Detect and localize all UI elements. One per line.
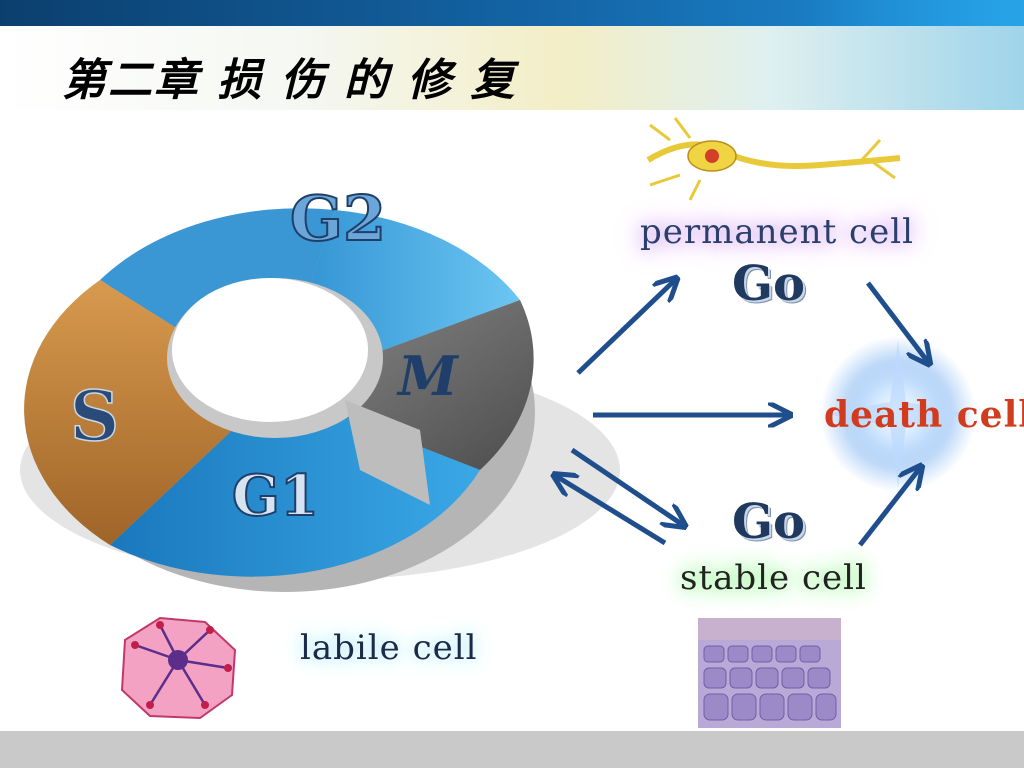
- footer-bar: [0, 731, 1024, 768]
- page-title: 第二章 损 伤 的 修 复: [62, 55, 517, 106]
- ring-arrow-tip: [345, 400, 430, 505]
- arrow-stable-to-death: [858, 468, 920, 547]
- label-s: S: [70, 377, 119, 457]
- go-label-top: Go: [732, 256, 806, 312]
- stable-cell-image: [698, 618, 841, 728]
- top-bar: [0, 0, 1024, 26]
- arrow-to-permanent: [576, 280, 675, 375]
- go-label-bottom: Go: [732, 494, 806, 550]
- death-burst: [820, 336, 976, 492]
- header-band: [0, 26, 1024, 110]
- death-cell-label: death cell: [824, 394, 1024, 436]
- permanent-cell-label: permanent cell: [640, 212, 914, 252]
- ring-hole: [172, 278, 368, 422]
- segment-s: [24, 280, 276, 545]
- arrow-to-stable: [570, 447, 683, 525]
- arrow-permanent-to-death: [866, 281, 928, 362]
- cell-cycle-ring: [24, 208, 535, 592]
- label-g1: G1: [232, 463, 319, 529]
- stable-cell-label: stable cell: [680, 558, 867, 598]
- labile-cell-label: labile cell: [300, 628, 478, 668]
- segment-m: [275, 300, 534, 470]
- top-bar-accent: [804, 0, 1024, 26]
- labile-cell-image: [120, 616, 237, 720]
- label-g2: G2: [290, 182, 386, 255]
- neuron-image: [646, 117, 901, 201]
- arrow-stable-to-cycle: [556, 476, 667, 546]
- label-m: M: [396, 344, 460, 408]
